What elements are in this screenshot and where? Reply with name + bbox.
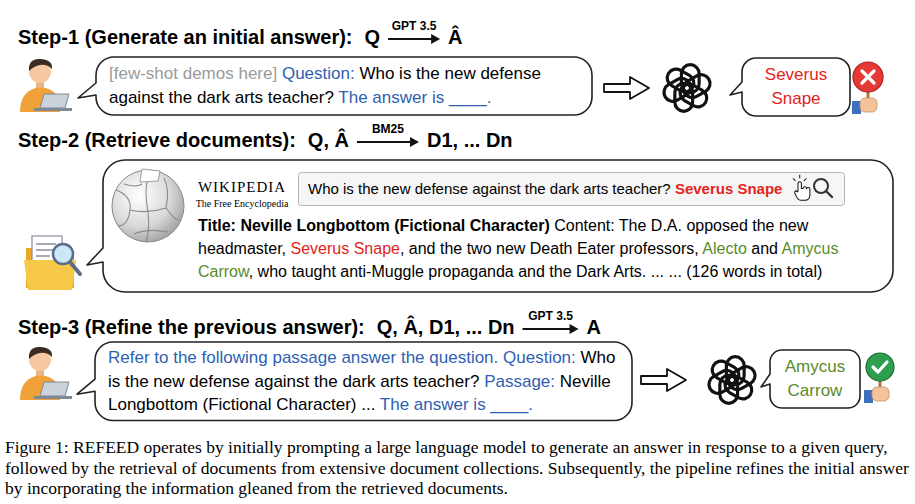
chatgpt-logo bbox=[661, 65, 714, 112]
step-arrow bbox=[570, 324, 579, 334]
correct-sign bbox=[864, 353, 894, 403]
search-answer: Severus Snape bbox=[675, 180, 783, 197]
step-arrow bbox=[388, 38, 433, 40]
doc-content: , who taught anti-Muggle propaganda and … bbox=[249, 263, 823, 280]
wikipedia-globe bbox=[116, 178, 180, 242]
text-block: Title: Neville Longbottom (Fictional Cha… bbox=[198, 214, 884, 283]
retrieval-panel-border bbox=[87, 160, 893, 292]
folder-search-icon bbox=[24, 260, 76, 290]
prompt-keyword: Question: bbox=[282, 64, 355, 83]
demo-placeholder: [few-shot demos here] bbox=[109, 64, 277, 83]
prompt-keyword: The answer is ____. bbox=[338, 88, 491, 107]
wikipedia-globe bbox=[112, 170, 184, 242]
formula-text: Q bbox=[365, 25, 381, 49]
cursor-hand bbox=[795, 182, 810, 201]
answer-bubble-border bbox=[730, 58, 850, 116]
wiki-tagline: The Free Encyclopedia bbox=[189, 197, 295, 210]
correct-answer: Amycus Carrow bbox=[785, 357, 845, 400]
doc-entity: Severus Snape bbox=[291, 240, 400, 257]
step-heading: Step-1 (Generate an initial answer): bbox=[18, 25, 353, 49]
wikipedia-globe bbox=[140, 169, 160, 182]
wrong-sign bbox=[860, 98, 877, 112]
formula-text: A bbox=[587, 315, 601, 339]
folder-search-icon bbox=[70, 262, 80, 274]
doc-title: Title: Neville Longbottom (Fictional Cha… bbox=[198, 217, 550, 234]
arrow-label: GPT 3.5 bbox=[528, 309, 573, 323]
prompt-instruction: Refer to the following passage answer th… bbox=[108, 348, 498, 367]
wrong-sign bbox=[853, 62, 883, 92]
prompt-keyword: Passage: bbox=[484, 372, 555, 391]
search-query: Who is the new defense against the dark … bbox=[308, 180, 671, 197]
cursor-hand bbox=[793, 175, 807, 181]
correct-sign bbox=[873, 362, 887, 372]
wiki-wordmark: WIKIPEDIA bbox=[189, 178, 295, 197]
text-block: WIKIPEDIAThe Free Encyclopedia bbox=[189, 178, 295, 210]
retrieval-panel: WIKIPEDIAThe Free EncyclopediaTitle: Nev… bbox=[103, 160, 893, 292]
prompt-keyword: Question: bbox=[503, 348, 576, 367]
text-block: Amycus Carrow bbox=[781, 355, 849, 403]
wikipedia-globe bbox=[112, 169, 184, 242]
doc-content: and bbox=[751, 240, 778, 257]
search-icon bbox=[826, 191, 832, 197]
formula-text: Q, Â, D1, ... Dn bbox=[377, 315, 515, 339]
user-icon bbox=[20, 59, 72, 112]
formula-text: Â bbox=[448, 25, 462, 49]
figure-caption: Figure 1: REFEED operates by initially p… bbox=[5, 437, 910, 499]
user-icon bbox=[20, 347, 72, 400]
folder-search-icon bbox=[53, 244, 73, 264]
step-heading: Step-3 (Refine the previous answer): bbox=[18, 315, 365, 339]
arrow-label: GPT 3.5 bbox=[392, 19, 437, 33]
answer-bubble: Amycus Carrow bbox=[770, 350, 860, 408]
wrong-answer: Severus Snape bbox=[765, 65, 827, 108]
step-arrow bbox=[523, 328, 572, 330]
search-field bbox=[299, 173, 845, 206]
wrong-sign bbox=[862, 71, 874, 83]
step-arrow bbox=[410, 137, 419, 147]
flow-arrow bbox=[641, 369, 686, 391]
formula-text: D1, ... Dn bbox=[427, 128, 513, 152]
text-block: Severus Snape bbox=[756, 63, 836, 111]
cursor-hand bbox=[793, 175, 810, 201]
prompt-bubble-border bbox=[78, 57, 592, 115]
search-box: Who is the new defense against the dark … bbox=[298, 172, 845, 206]
doc-entity: Alecto bbox=[702, 240, 746, 257]
formula-text: Q, Â bbox=[308, 128, 349, 152]
text-block: Who is the new defense against the dark … bbox=[308, 179, 787, 199]
doc-content: , and the two new Death Eater professors… bbox=[400, 240, 699, 257]
prompt-bubble-border bbox=[77, 342, 632, 421]
answer-bubble: Severus Snape bbox=[742, 58, 850, 116]
folder-search-icon bbox=[24, 236, 80, 290]
answer-bubble-border bbox=[761, 350, 860, 408]
prompt-keyword: The answer is ____. bbox=[380, 395, 533, 414]
step-heading: Step-2 (Retrieve documents): bbox=[18, 128, 296, 152]
text-block: Refer to the following passage answer th… bbox=[108, 346, 620, 417]
step-arrow bbox=[357, 141, 412, 143]
arrow-label: BM25 bbox=[372, 122, 404, 136]
chatgpt-logo bbox=[706, 357, 759, 404]
prompt-bubble: Refer to the following passage answer th… bbox=[95, 342, 632, 421]
wrong-sign bbox=[852, 62, 883, 114]
prompt-bubble: [few-shot demos here] Question: Who is t… bbox=[96, 57, 592, 115]
flow-arrow bbox=[604, 77, 649, 99]
step-arrow bbox=[431, 34, 440, 44]
text-block: [few-shot demos here] Question: Who is t… bbox=[109, 62, 580, 110]
correct-sign bbox=[872, 387, 889, 401]
correct-sign bbox=[866, 353, 894, 381]
